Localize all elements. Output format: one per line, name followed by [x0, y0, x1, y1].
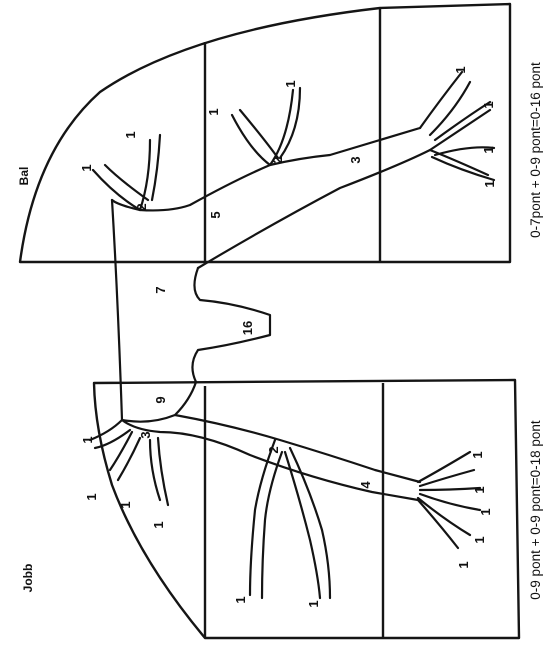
left-lung-panel [94, 380, 519, 638]
trachea [112, 200, 270, 420]
generation-label: 1 [80, 436, 95, 443]
generation-label: 1 [84, 493, 99, 500]
left-middle-branch [250, 440, 330, 598]
generation-label: 1 [472, 536, 487, 543]
right-upper-branch [93, 135, 160, 210]
generation-label: 1 [481, 146, 496, 153]
carina-label: 16 [240, 321, 255, 335]
left-lung-outline [94, 380, 519, 638]
right-lung-score-caption: 0-7pont + 0-9 pont=0-16 pont [528, 62, 543, 238]
generation-label: 1 [233, 596, 248, 603]
generation-label: 3 [138, 431, 153, 438]
left-lung-score-caption: 0-9 pont + 0-9 pont=0-18 pont [528, 420, 543, 600]
generation-label: 1 [470, 451, 485, 458]
generation-label: 1 [79, 164, 94, 171]
right-lung-panel [20, 4, 510, 262]
generation-label: 7 [153, 286, 168, 293]
generation-label: 1 [283, 80, 298, 87]
generation-label: 9 [153, 396, 168, 403]
generation-label: 1 [472, 486, 487, 493]
generation-label: 1 [453, 66, 468, 73]
right-middle-branch [232, 88, 300, 165]
right-lung-outline [20, 4, 510, 262]
generation-label: 1 [151, 521, 166, 528]
generation-label: 1 [306, 600, 321, 607]
generation-label: 1 [481, 101, 496, 108]
right-lung-label: Bal [17, 167, 31, 186]
generation-label: 1 [478, 508, 493, 515]
generation-label: 1 [206, 108, 221, 115]
generation-label: 4 [358, 481, 373, 489]
left-lung-label: Jobb [21, 564, 35, 593]
left-lower-branch [418, 452, 480, 548]
generation-label: 3 [348, 156, 363, 163]
generation-label: 1 [482, 180, 497, 187]
generation-label: 5 [208, 211, 223, 218]
generation-label: 2 [266, 446, 281, 453]
generation-label: 1 [456, 561, 471, 568]
bronchial-tree [90, 72, 494, 598]
generation-label: 2 [134, 203, 149, 210]
generation-label: 2 [270, 156, 285, 163]
generation-label: 1 [123, 131, 138, 138]
right-lower-branch [420, 72, 494, 180]
generation-label: 1 [118, 501, 133, 508]
